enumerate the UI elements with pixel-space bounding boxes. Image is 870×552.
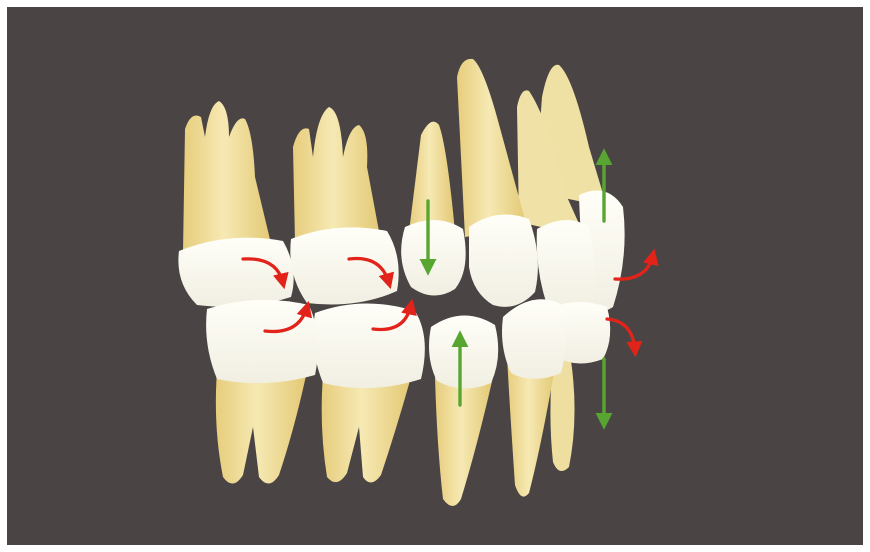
upper-incisor-front-crown bbox=[537, 220, 596, 313]
upper-molar-2-crown bbox=[178, 238, 293, 307]
lower-molar-2-crown bbox=[206, 300, 318, 383]
dental-diagram bbox=[7, 7, 863, 545]
lower-canine-crown bbox=[502, 299, 566, 379]
upper-premolar-crown bbox=[401, 220, 466, 296]
upper-molar-1-crown bbox=[290, 227, 398, 304]
lower-premolar-crown bbox=[429, 315, 498, 388]
